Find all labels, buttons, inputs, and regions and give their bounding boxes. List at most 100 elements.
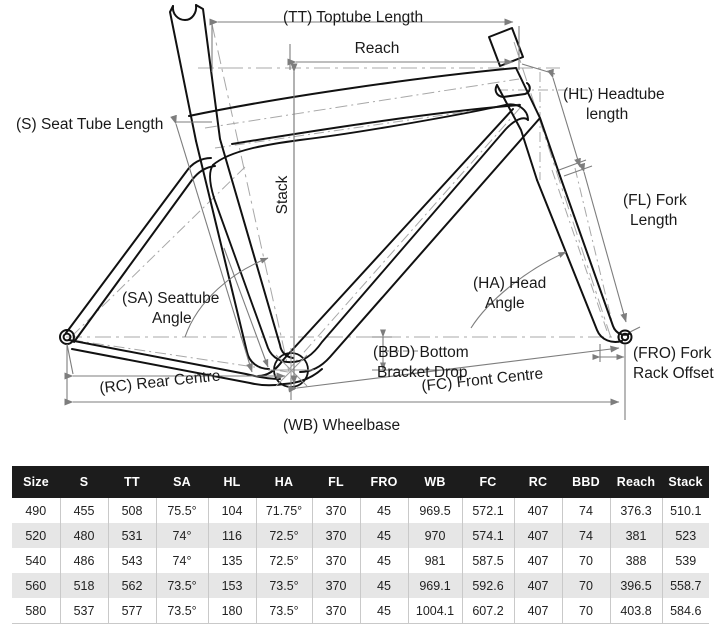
table-cell-fl: 370 xyxy=(311,498,360,523)
table-cell-ha: 71.75° xyxy=(255,498,312,523)
table-col-header-reach: Reach xyxy=(610,466,662,498)
table-cell-hl: 135 xyxy=(207,548,256,573)
table-cell-fc: 592.6 xyxy=(461,573,514,598)
label-seattube-angle-line2: Angle xyxy=(152,310,192,327)
table-cell-hl: 104 xyxy=(207,498,256,523)
table-cell-fro: 45 xyxy=(359,548,408,573)
table-cell-fl: 370 xyxy=(311,523,360,548)
table-cell-wb: 969.1 xyxy=(407,573,462,598)
label-fork-length-line1: (FL) Fork xyxy=(623,192,687,209)
table-col-header-bbd: BBD xyxy=(562,466,610,498)
table-cell-s: 518 xyxy=(59,573,108,598)
table-cell-stack: 584.6 xyxy=(661,598,709,624)
table-cell-size: 560 xyxy=(12,573,60,598)
table-cell-stack: 510.1 xyxy=(661,498,709,523)
front-dropout xyxy=(617,329,633,345)
table-cell-ha: 72.5° xyxy=(255,523,312,548)
table-col-header-fl: FL xyxy=(312,466,360,498)
table-cell-reach: 388 xyxy=(609,548,662,573)
table-cell-rc: 407 xyxy=(513,573,562,598)
table-cell-size: 580 xyxy=(12,598,60,624)
table-cell-ha: 73.5° xyxy=(255,598,312,624)
table-cell-tt: 562 xyxy=(107,573,156,598)
table-cell-fc: 607.2 xyxy=(461,598,514,624)
table-cell-tt: 577 xyxy=(107,598,156,624)
dimension-lines xyxy=(64,18,641,420)
dim-seat-tube xyxy=(170,114,253,373)
table-col-header-fc: FC xyxy=(462,466,514,498)
table-cell-size: 540 xyxy=(12,548,60,573)
table-cell-stack: 539 xyxy=(661,548,709,573)
label-head-angle-line2: Angle xyxy=(485,295,525,312)
table-cell-reach: 396.5 xyxy=(609,573,662,598)
table-col-header-rc: RC xyxy=(514,466,562,498)
stem xyxy=(488,27,524,67)
table-cell-bbd: 70 xyxy=(561,598,610,624)
label-seattube-angle-line1: (SA) Seattube xyxy=(122,290,219,307)
table-cell-sa: 75.5° xyxy=(155,498,208,523)
table-cell-wb: 969.5 xyxy=(407,498,462,523)
table-cell-fl: 370 xyxy=(311,548,360,573)
label-reach: Reach xyxy=(355,40,400,57)
table-cell-wb: 1004.1 xyxy=(407,598,462,624)
table-cell-s: 537 xyxy=(59,598,108,624)
label-bbd-line2: Bracket Drop xyxy=(377,364,467,381)
table-col-header-wb: WB xyxy=(408,466,462,498)
table-col-header-stack: Stack xyxy=(662,466,709,498)
table-col-header-ha: HA xyxy=(256,466,312,498)
table-cell-fl: 370 xyxy=(311,598,360,624)
dim-fork-length xyxy=(578,162,628,323)
table-cell-tt: 508 xyxy=(107,498,156,523)
table-cell-sa: 73.5° xyxy=(155,573,208,598)
table-cell-tt: 543 xyxy=(107,548,156,573)
table-cell-bbd: 74 xyxy=(561,523,610,548)
table-col-header-sa: SA xyxy=(156,466,208,498)
table-cell-sa: 74° xyxy=(155,523,208,548)
table-cell-rc: 407 xyxy=(513,548,562,573)
table-cell-s: 480 xyxy=(59,523,108,548)
geometry-page: (TT) Toptube Length Reach (S) Seat Tube … xyxy=(12,4,715,624)
table-col-header-size: Size xyxy=(12,466,60,498)
table-cell-hl: 180 xyxy=(207,598,256,624)
table-cell-fro: 45 xyxy=(359,598,408,624)
table-cell-rc: 407 xyxy=(513,598,562,624)
table-cell-wb: 981 xyxy=(407,548,462,573)
table-cell-hl: 153 xyxy=(207,573,256,598)
table-cell-size: 490 xyxy=(12,498,60,523)
table-col-header-fro: FRO xyxy=(360,466,408,498)
table-col-header-tt: TT xyxy=(108,466,156,498)
table-col-header-hl: HL xyxy=(208,466,256,498)
table-cell-rc: 407 xyxy=(513,523,562,548)
label-fro-line2: Rack Offset xyxy=(633,365,714,382)
table-cell-size: 520 xyxy=(12,523,60,548)
table-cell-bbd: 70 xyxy=(561,548,610,573)
frame-geometry-diagram: (TT) Toptube Length Reach (S) Seat Tube … xyxy=(16,4,715,434)
label-seat-tube-length: (S) Seat Tube Length xyxy=(16,116,163,133)
table-cell-bbd: 70 xyxy=(561,573,610,598)
label-bbd-line1: (BBD) Bottom xyxy=(373,344,469,361)
table-cell-sa: 74° xyxy=(155,548,208,573)
label-fork-length-line2: Length xyxy=(630,212,677,229)
label-stack: Stack xyxy=(274,175,291,214)
leader-head-angle xyxy=(470,251,567,329)
table-cell-fro: 45 xyxy=(359,573,408,598)
label-headtube-line1: (HL) Headtube xyxy=(563,86,665,103)
table-cell-fc: 572.1 xyxy=(461,498,514,523)
table-cell-s: 455 xyxy=(59,498,108,523)
table-cell-ha: 72.5° xyxy=(255,548,312,573)
table-cell-s: 486 xyxy=(59,548,108,573)
dim-headtube xyxy=(547,68,581,168)
table-cell-fro: 45 xyxy=(359,523,408,548)
table-cell-reach: 376.3 xyxy=(609,498,662,523)
leader-seattube-angle xyxy=(184,257,269,338)
label-fro-line1: (FRO) Fork xyxy=(633,345,712,362)
label-headtube-line2: length xyxy=(586,106,628,123)
table-cell-sa: 73.5° xyxy=(155,598,208,624)
